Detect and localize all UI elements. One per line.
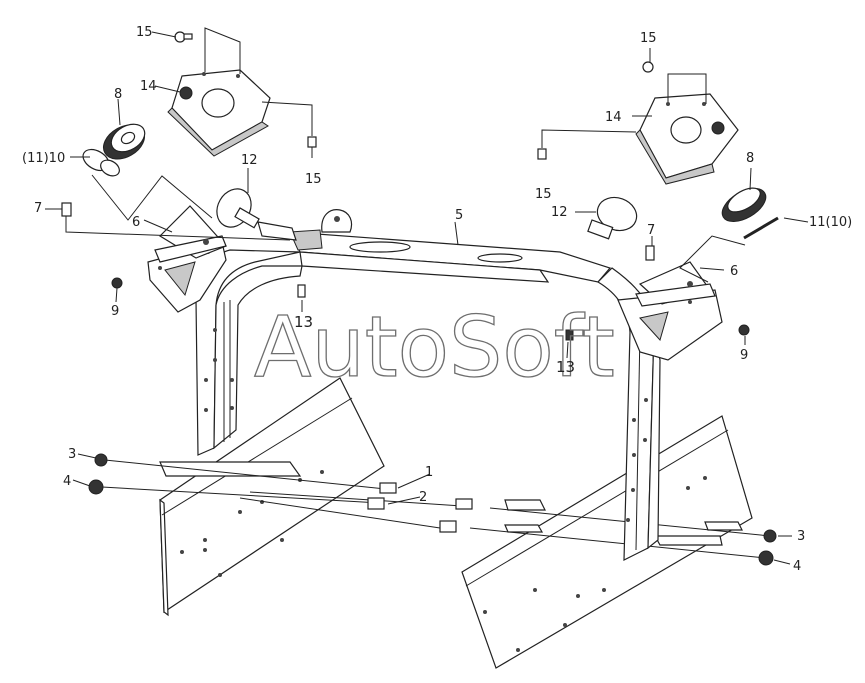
callout-3-left: 3 [68,447,76,462]
callout-15-right: 15 [535,187,552,202]
bolt-7-right [645,245,655,261]
callout-14-left: 14 [140,79,157,94]
watermark-text: AutoSoft [254,298,615,396]
right-cushion-12 [587,196,638,240]
right-washer-10 [743,216,779,240]
callout-6-right: 6 [730,264,738,279]
callout-13-right: 13 [556,358,575,376]
callout-12-left: 12 [241,153,258,168]
leader-lines [45,27,809,565]
bolt-7-left [61,202,72,217]
callout-12-right: 12 [551,205,568,220]
right-mount-plate-14 [635,93,739,185]
callout-9-right: 9 [740,348,748,363]
left-mount-bracket [154,205,228,263]
callout-labels: 15 14 8 (11)10 15 12 7 6 9 5 15 14 15 8 … [22,25,852,574]
nut-3-left [94,453,108,467]
bolt-1 [379,482,473,510]
callout-6-left: 6 [132,215,140,230]
left-bushing-8 [103,123,146,160]
bolt-13-left [297,284,306,298]
callout-1: 1 [425,465,433,480]
callout-13-left: 13 [294,313,313,331]
bolt-guide-lines [101,459,771,559]
left-mount-plate-14 [167,69,271,157]
callout-11-10-right: 11(10) [809,215,852,230]
right-mount-bracket [635,261,716,307]
nut-9-left [111,277,123,289]
bolt-15-top-left [174,31,193,43]
nut-9-right [738,324,750,336]
nut-3-right [763,529,777,543]
callout-15-top-left: 15 [136,25,153,40]
callout-15-top-right: 15 [640,31,657,46]
callout-7-left: 7 [34,201,42,216]
callout-4-left: 4 [63,474,71,489]
callout-10-left: (11)10 [22,151,65,166]
callout-14-right: 14 [605,110,622,125]
bolt-2 [367,497,457,533]
callout-15-left: 15 [305,172,322,187]
callout-7-right: 7 [647,223,655,238]
callout-8-right: 8 [746,151,754,166]
nut-4-right [758,550,774,566]
bolt-15-top-right [642,61,654,73]
callout-3-right: 3 [797,529,805,544]
callout-5: 5 [455,208,463,223]
left-frame-rail [159,377,385,617]
bolt-15-left [307,136,317,158]
bolt-15-right [537,148,547,160]
left-cushion-12 [216,188,260,229]
crossmember-frame [147,209,723,561]
nut-4-left [88,479,104,495]
callout-2: 2 [419,490,427,505]
right-bushing-8 [721,187,767,222]
left-washer-10 [82,148,120,177]
bolt-13-right [565,329,574,341]
callout-4-right: 4 [793,559,801,574]
callout-8-left: 8 [114,87,122,102]
callout-9-left: 9 [111,304,119,319]
